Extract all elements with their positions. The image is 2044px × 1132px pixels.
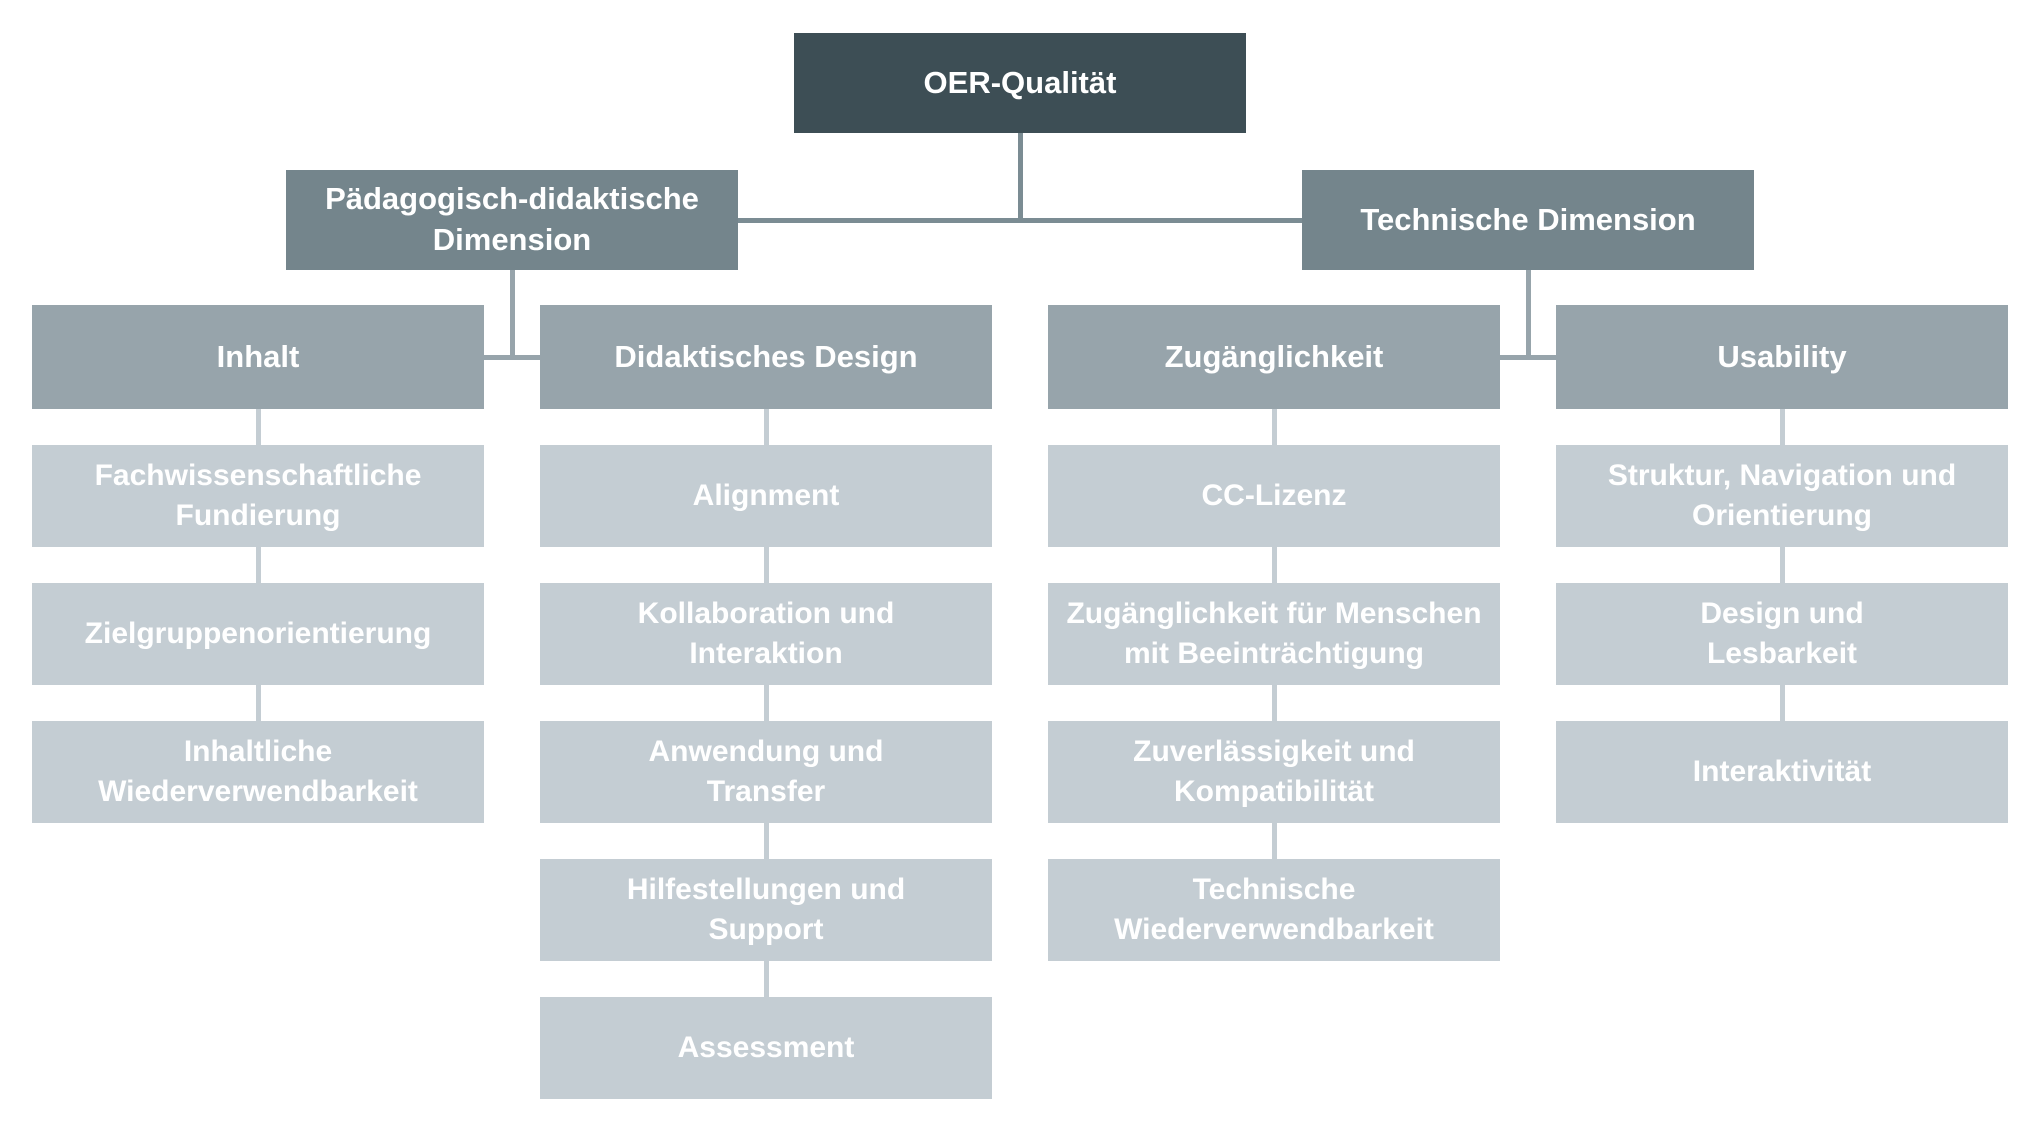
- connector-line: [763, 547, 769, 583]
- tree-node-inhaltliche-wiederverwendbarkeit: Inhaltliche Wiederverwendbarkeit: [32, 721, 484, 823]
- connector-line: [1271, 823, 1277, 859]
- tree-node-interaktivit-t: Interaktivität: [1556, 721, 2008, 823]
- tree-node-p-dagogisch-didaktische-dimension: Pädagogisch-didaktische Dimension: [286, 170, 738, 270]
- tree-node-alignment: Alignment: [540, 445, 992, 547]
- tree-node-usability: Usability: [1556, 305, 2008, 409]
- connector-line: [484, 354, 540, 360]
- connector-line: [1271, 547, 1277, 583]
- tree-node-hilfestellungen-und-support: Hilfestellungen und Support: [540, 859, 992, 961]
- connector-line: [255, 409, 261, 445]
- tree-node-struktur-navigation-und-orientierung: Struktur, Navigation und Orientierung: [1556, 445, 2008, 547]
- connector-line: [1779, 409, 1785, 445]
- connector-line: [763, 409, 769, 445]
- connector-line: [763, 685, 769, 721]
- connector-line: [1779, 547, 1785, 583]
- connector-line: [1779, 685, 1785, 721]
- connector-line: [1525, 270, 1531, 360]
- connector-line: [1271, 685, 1277, 721]
- tree-node-kollaboration-und-interaktion: Kollaboration und Interaktion: [540, 583, 992, 685]
- connector-line: [255, 685, 261, 721]
- connector-line: [738, 217, 1302, 223]
- tree-node-zug-nglichkeit: Zugänglichkeit: [1048, 305, 1500, 409]
- tree-node-technische-dimension: Technische Dimension: [1302, 170, 1754, 270]
- connector-line: [1017, 133, 1023, 223]
- tree-node-cc-lizenz: CC-Lizenz: [1048, 445, 1500, 547]
- tree-node-didaktisches-design: Didaktisches Design: [540, 305, 992, 409]
- tree-node-zielgruppenorientierung: Zielgruppenorientierung: [32, 583, 484, 685]
- tree-node-zuverl-ssigkeit-und-kompatibilit-t: Zuverlässigkeit und Kompatibilität: [1048, 721, 1500, 823]
- tree-node-fachwissenschaftliche-fundierung: Fachwissenschaftliche Fundierung: [32, 445, 484, 547]
- tree-node-inhalt: Inhalt: [32, 305, 484, 409]
- connector-line: [763, 823, 769, 859]
- tree-node-assessment: Assessment: [540, 997, 992, 1099]
- tree-node-zug-nglichkeit-f-r-menschen-mit-beeintr-chtigung: Zugänglichkeit für Menschen mit Beeinträ…: [1048, 583, 1500, 685]
- connector-line: [1271, 409, 1277, 445]
- connector-line: [763, 961, 769, 997]
- connector-line: [1500, 354, 1556, 360]
- tree-node-oer-qualit-t: OER-Qualität: [794, 33, 1246, 133]
- connector-line: [255, 547, 261, 583]
- connector-line: [509, 270, 515, 360]
- tree-node-technische-wiederverwendbarkeit: Technische Wiederverwendbarkeit: [1048, 859, 1500, 961]
- tree-node-anwendung-und-transfer: Anwendung und Transfer: [540, 721, 992, 823]
- tree-node-design-und-lesbarkeit: Design und Lesbarkeit: [1556, 583, 2008, 685]
